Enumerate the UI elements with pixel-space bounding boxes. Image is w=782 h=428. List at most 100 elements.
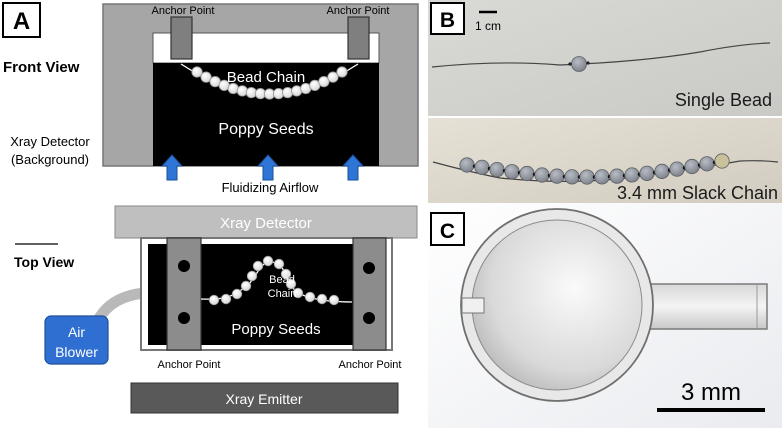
top-bead xyxy=(252,260,264,272)
xray-emitter xyxy=(130,382,399,414)
single-bead-knot-right xyxy=(586,61,590,65)
slack-bead xyxy=(549,168,565,184)
front-bead xyxy=(236,85,248,97)
top-detector-label: Xray Detector xyxy=(220,215,312,232)
slack-bead-chain xyxy=(459,153,730,185)
slack-bead xyxy=(564,169,580,185)
top-bead xyxy=(316,293,328,305)
slack-bead xyxy=(684,158,700,175)
sphere-inner-cavity xyxy=(471,219,643,391)
top-bead-label-line2: Chain xyxy=(268,288,297,300)
front-poppy-seeds-label: Poppy Seeds xyxy=(218,121,313,138)
photo-single-bead xyxy=(428,0,782,117)
slack-bead xyxy=(714,153,730,169)
top-view-title: Top View xyxy=(14,254,74,270)
slack-bead xyxy=(459,157,475,173)
top-bead xyxy=(208,294,220,306)
airflow-arrow-middle xyxy=(256,154,280,181)
top-bead xyxy=(231,288,243,300)
air-blower-label-line1: Air xyxy=(68,324,85,340)
top-poppy-seeds-label: Poppy Seeds xyxy=(231,321,320,338)
slack-bead xyxy=(504,164,520,180)
panel-b-label-box xyxy=(430,2,465,35)
front-view: Front View Anchor Point Anchor Point Bea… xyxy=(3,3,419,195)
front-view-title: Front View xyxy=(3,59,80,76)
top-bead xyxy=(292,287,304,299)
single-bead-string xyxy=(431,42,771,68)
top-anchor-left-hole-bottom xyxy=(178,312,190,324)
slack-bead xyxy=(534,167,550,183)
top-view: Top View Xray Detector Bead Chain Poppy … xyxy=(14,205,418,414)
top-anchor-left-label: Anchor Point xyxy=(158,359,221,371)
single-bead xyxy=(571,56,587,72)
top-anchor-right xyxy=(352,237,387,351)
top-anchor-right-label: Anchor Point xyxy=(339,359,402,371)
front-bead-chain-label: Bead Chain xyxy=(227,69,305,86)
front-anchor-left-label: Anchor Point xyxy=(152,5,215,17)
front-anchor-right xyxy=(347,16,370,60)
scale-bar-1cm-label: 1 cm xyxy=(475,19,501,33)
top-bead xyxy=(262,255,274,267)
top-bead-chain xyxy=(208,255,340,306)
panel-c: C 3 mm xyxy=(428,203,782,428)
front-anchor-left xyxy=(170,16,193,60)
panel-c-label: C xyxy=(440,220,455,243)
panel-c-label-box xyxy=(430,212,465,246)
front-bead xyxy=(336,66,348,78)
fluidizing-airflow-label: Fluidizing Airflow xyxy=(222,180,319,195)
panel-a: A Front View Anchor Point Anchor Point B… xyxy=(2,2,419,414)
panel-b-label: B xyxy=(440,9,455,32)
single-bead-knot-left xyxy=(568,62,572,66)
front-bead xyxy=(318,76,330,88)
slack-bead xyxy=(609,168,625,184)
slack-bead xyxy=(699,156,715,172)
top-bead xyxy=(280,268,292,280)
slack-bead xyxy=(594,169,610,185)
top-bead xyxy=(328,294,340,306)
slack-bead xyxy=(669,161,685,177)
inlet-tube xyxy=(631,283,768,330)
front-bead xyxy=(327,71,339,83)
single-bead-label: Single Bead xyxy=(675,90,772,110)
front-bead xyxy=(200,71,212,83)
front-anchor-right-label: Anchor Point xyxy=(327,5,390,17)
top-bead xyxy=(273,258,285,270)
slack-bead xyxy=(519,165,535,182)
slack-bead xyxy=(654,163,670,179)
slack-bead xyxy=(489,161,505,178)
front-bead xyxy=(191,66,203,78)
top-anchor-right-hole-bottom xyxy=(363,312,375,324)
top-bead xyxy=(220,293,232,305)
front-seed-bed xyxy=(153,63,379,166)
slack-bead xyxy=(639,165,655,181)
slack-bead xyxy=(474,159,490,175)
sphere-side-slot xyxy=(461,297,485,314)
panel-b: B 1 cm Single Bead 3.4 mm Slack Chain xyxy=(428,0,782,203)
top-bead xyxy=(240,280,252,292)
panel-a-label: A xyxy=(13,8,30,35)
top-bead xyxy=(246,270,258,282)
panel-a-label-box xyxy=(2,2,41,38)
front-bead-chain xyxy=(191,66,348,100)
top-bead xyxy=(285,278,297,290)
front-bead xyxy=(282,87,294,99)
slack-bead xyxy=(624,167,640,183)
air-blower-label-line2: Blower xyxy=(55,344,98,360)
scale-bar-3mm-label: 3 mm xyxy=(681,379,741,406)
slack-chain-label: 3.4 mm Slack Chain xyxy=(617,183,778,203)
spherical-cup-render xyxy=(460,208,768,402)
top-anchor-left-hole-top xyxy=(178,260,190,272)
top-bead xyxy=(304,291,316,303)
airflow-arrow-left xyxy=(160,154,184,181)
top-anchor-right-hole-top xyxy=(363,262,375,274)
air-blower-box xyxy=(44,315,109,365)
xray-emitter-label: Xray Emitter xyxy=(225,391,302,407)
airflow-arrow-right xyxy=(341,154,365,181)
slack-bead xyxy=(579,169,595,185)
top-bead-label-line1: Bead xyxy=(269,274,295,286)
top-anchor-left xyxy=(166,237,202,351)
top-detector xyxy=(114,205,418,239)
xray-detector-background-line2: (Background) xyxy=(11,152,89,167)
xray-detector-background-line1: Xray Detector xyxy=(10,134,90,149)
